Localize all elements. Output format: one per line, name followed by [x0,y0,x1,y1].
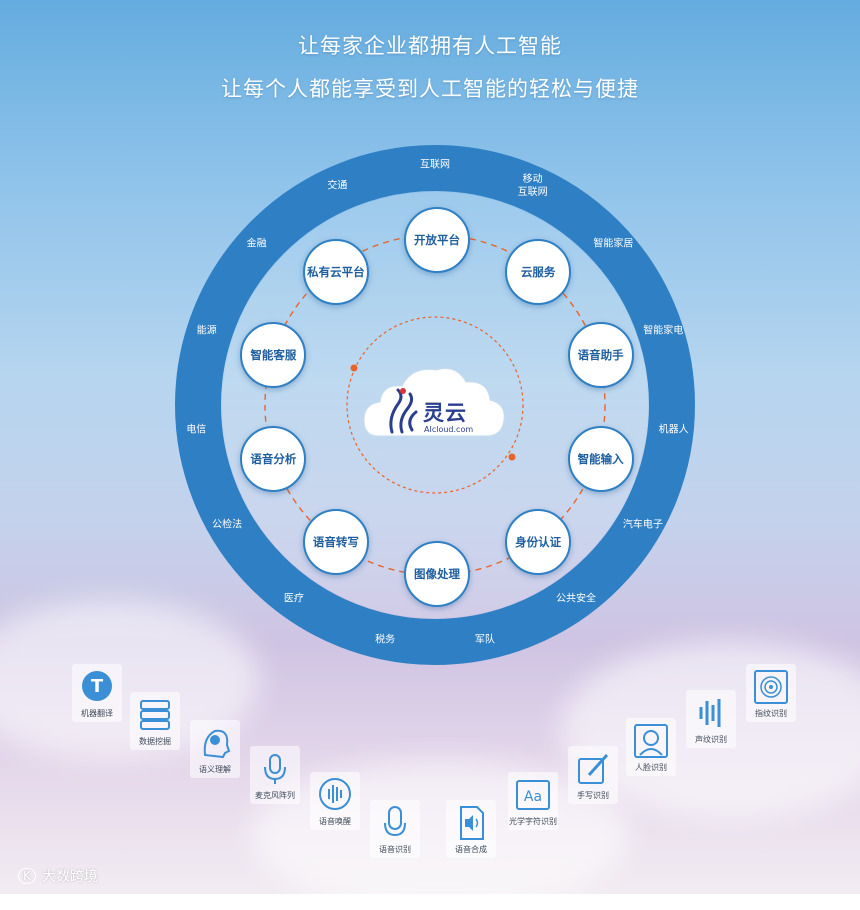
capability-tile[interactable]: 语音识别 [370,800,420,858]
microphone-icon [255,749,295,787]
capability-label: 数据挖掘 [120,736,190,747]
microphone-icon [375,803,415,841]
handwriting-pen-icon [573,749,613,787]
watermark-logo-icon: K [18,868,36,884]
capability-label: 声纹识别 [676,734,746,745]
capability-tile[interactable]: 语音唤醒 [310,772,360,830]
capability-label: 人脸识别 [616,762,686,773]
capability-label: 机器翻译 [62,708,132,719]
capability-tile[interactable]: 麦克风阵列 [250,746,300,804]
capability-tile[interactable]: 数据挖掘 [130,692,180,750]
database-icon [135,695,175,733]
capability-label: 指纹识别 [736,708,806,719]
capability-tile[interactable]: 指纹识别 [746,664,796,722]
translate-icon: T [77,667,117,705]
logo-domain: AIcloud.com [424,425,473,434]
capability-label: 光学字符识别 [498,816,568,827]
svg-text:T: T [91,676,104,697]
face-icon [631,721,671,759]
capability-label: 语音唤醒 [300,816,370,827]
svg-text:Aa: Aa [524,789,542,805]
capability-label: 语音合成 [436,844,506,855]
watermark-text: 大数跨境 [42,866,98,886]
logo-dot [400,388,406,394]
logo-name: 灵云 [423,397,467,427]
capability-tile[interactable]: 人脸识别 [626,718,676,776]
capability-label: 语义理解 [180,764,250,775]
ocr-text-icon: Aa [513,775,553,813]
head-icon [195,723,235,761]
capability-label: 语音识别 [360,844,430,855]
capability-label: 手写识别 [558,790,628,801]
voiceprint-icon [691,693,731,731]
fingerprint-icon [751,667,791,705]
watermark: K 大数跨境 [18,866,98,886]
capability-tile[interactable]: 语义理解 [190,720,240,778]
capability-tile[interactable]: 声纹识别 [686,690,736,748]
voice-wave-icon [315,775,355,813]
speaker-document-icon [451,803,491,841]
capability-label: 麦克风阵列 [240,790,310,801]
capability-tile[interactable]: 语音合成 [446,800,496,858]
capability-tile[interactable]: 手写识别 [568,746,618,804]
